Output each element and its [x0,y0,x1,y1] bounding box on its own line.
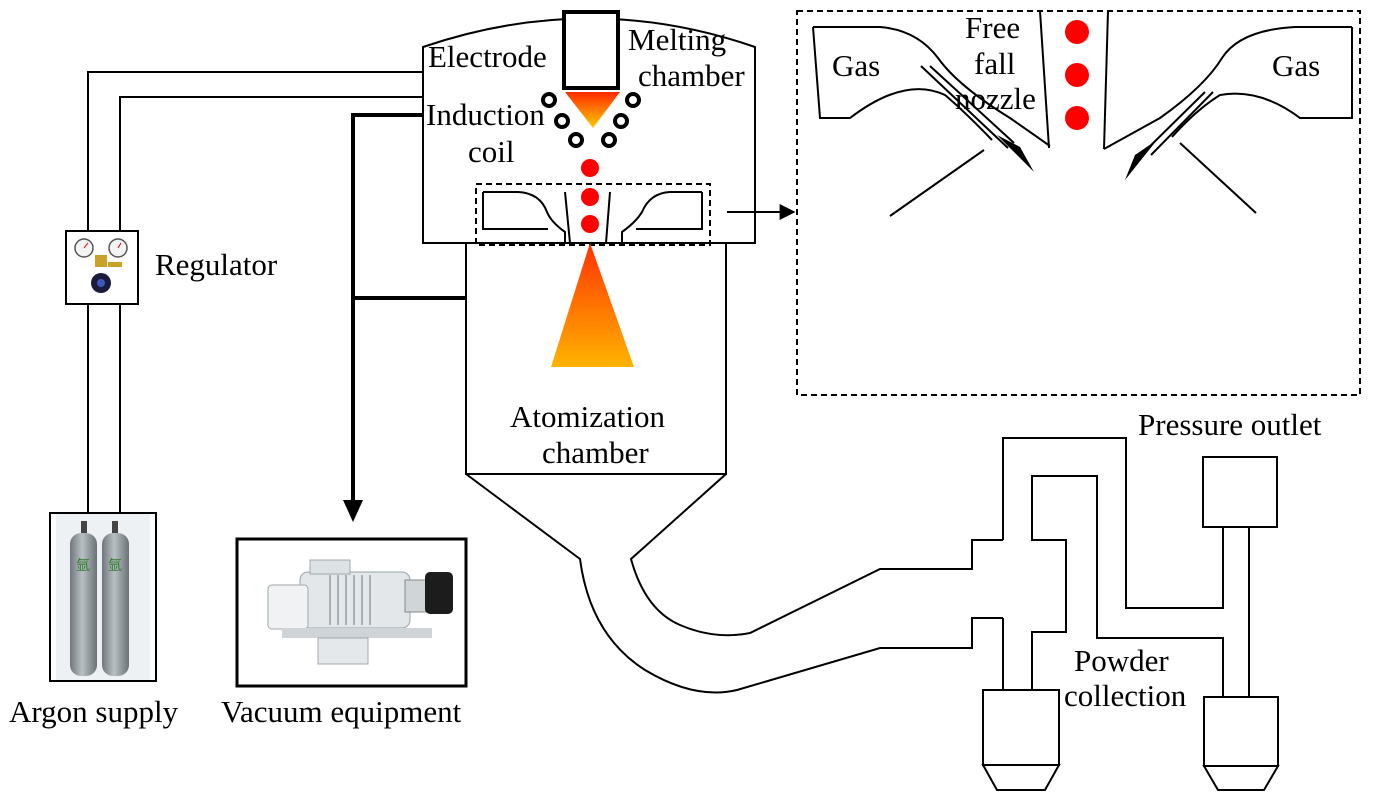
argon-cylinder-icon: 氩 氩 [49,512,157,682]
outlet-duct [465,473,1003,694]
free-fall-nozzle-label-line1: Free [965,10,1020,45]
cyclone-pipework [1002,437,1250,697]
melt-cone [565,92,620,128]
atomization-chamber [465,243,727,475]
atomization-chamber-label-line2: chamber [542,435,649,470]
argon-supply-label: Argon supply [9,694,179,729]
vacuum-equipment-label: Vacuum equipment [221,694,462,729]
melt-droplets [581,159,599,233]
gas-jet-left [920,65,1034,172]
gas-left-label: Gas [832,48,880,83]
powder-collection-label-line1: Powder [1074,643,1169,678]
nozzle-detail [812,10,1353,217]
induction-coil [541,92,641,148]
melting-chamber-label-line2: chamber [638,58,745,93]
nozzle-small [482,191,703,244]
spray-cone [551,243,634,367]
powder-container-right [1202,696,1280,791]
powder-container-left [981,689,1061,791]
free-fall-nozzle-label-line3: nozzle [955,81,1036,116]
cylinder-marking-left: 氩 [76,558,90,574]
detail-droplets [1065,20,1089,130]
pressure-outlet-label: Pressure outlet [1138,407,1322,442]
nozzle-detail-panel [796,10,1361,396]
vacuum-line [351,113,466,505]
induction-coil-label-line1: Induction [426,97,545,132]
regulator-icon [65,230,139,305]
melting-chamber-label-line1: Melting [628,22,726,57]
free-fall-nozzle-label-line2: fall [974,46,1015,81]
cylinder-marking-right: 氩 [108,558,122,574]
electrode-label: Electrode [428,39,547,74]
gas-jet-right [1125,91,1214,180]
regulator-label: Regulator [155,247,278,282]
pressure-outlet-box [1202,456,1278,528]
vacuum-pump-icon [235,537,468,688]
atomization-chamber-label-line1: Atomization [510,399,665,434]
powder-collection-label-line2: collection [1064,678,1187,713]
argon-gas-line [87,71,425,513]
electrode [562,10,620,90]
induction-coil-label-line2: coil [468,134,515,169]
vacuum-arrow-head [343,500,363,522]
gas-right-label: Gas [1272,48,1320,83]
nozzle-detail-box [475,183,711,246]
